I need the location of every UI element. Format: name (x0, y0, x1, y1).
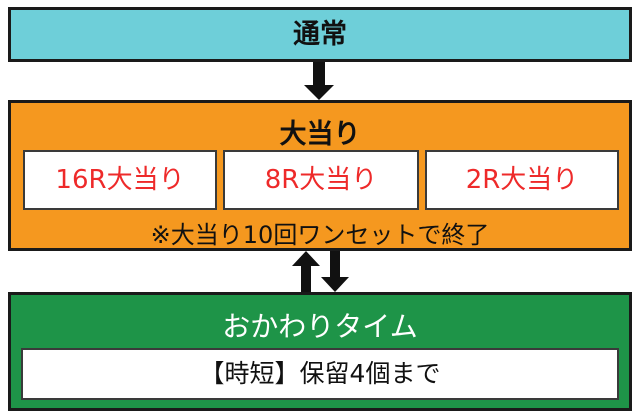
jackpot-state-box: 大当り 16R大当り 8R大当り 2R大当り ※大当り10回ワンセットで終了 (8, 100, 632, 251)
jackpot-type-8r: 8R大当り (223, 150, 419, 210)
okawari-time-title: おかわりタイム (222, 310, 418, 343)
arrow-normal-to-jackpot (304, 62, 334, 100)
arrow-okawari-to-jackpot (292, 251, 320, 292)
okawari-time-detail: 【時短】保留4個まで (21, 348, 619, 400)
jackpot-type-16r: 16R大当り (23, 150, 217, 210)
arrow-jackpot-to-okawari (321, 251, 349, 292)
jackpot-note: ※大当り10回ワンセットで終了 (150, 221, 490, 249)
normal-state-box: 通常 (8, 7, 632, 62)
jackpot-state-title: 大当り (279, 119, 361, 150)
normal-state-title: 通常 (293, 19, 347, 50)
jackpot-type-2r: 2R大当り (425, 150, 619, 210)
okawari-time-box: おかわりタイム 【時短】保留4個まで (8, 292, 632, 411)
